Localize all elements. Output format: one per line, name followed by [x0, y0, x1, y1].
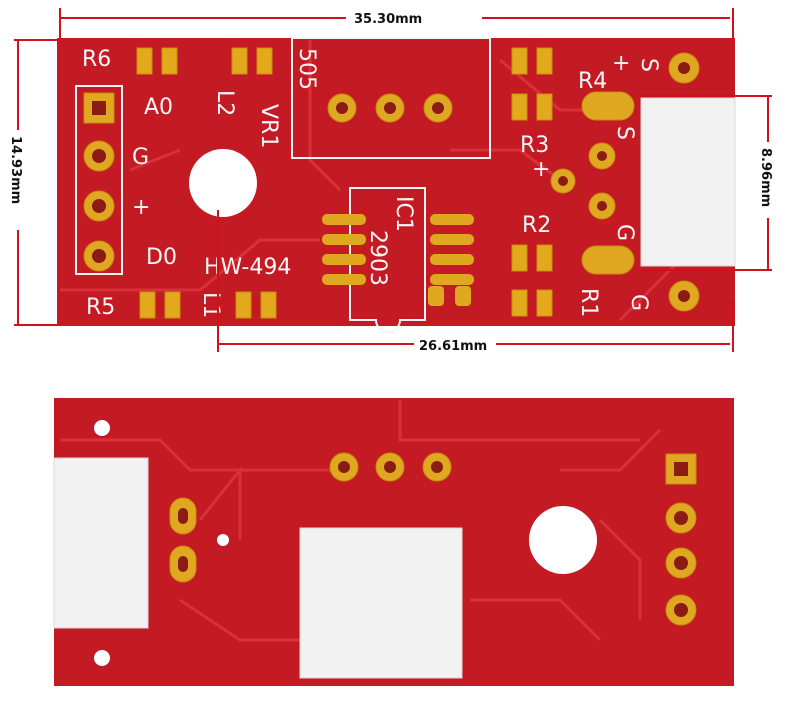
dim-label-bg — [8, 130, 30, 230]
label-l2: L2 — [212, 90, 237, 116]
potentiometer-outline — [291, 37, 491, 159]
small-hole — [217, 534, 229, 546]
label-r3: R3 — [520, 133, 549, 158]
header-pad-hole — [92, 101, 106, 115]
mounting-hole — [189, 149, 257, 217]
dim-label-bg — [346, 8, 482, 28]
top-trace — [129, 148, 181, 172]
sensor-connector — [640, 97, 736, 267]
r2-pads — [511, 244, 553, 272]
label-plus-top: + — [612, 51, 630, 76]
label-vr1: VR1 — [256, 104, 281, 148]
dim-label-bg — [758, 142, 780, 218]
label-r4: R4 — [578, 69, 607, 94]
bottom-trace — [598, 518, 642, 620]
label-g-conn: G — [612, 224, 637, 241]
r4-pads — [511, 93, 553, 121]
bottom-view — [53, 398, 734, 686]
header-outline — [75, 85, 123, 275]
bottom-trace — [60, 438, 340, 472]
r5-pads — [139, 291, 181, 319]
label-r6: R6 — [82, 47, 111, 72]
dim-connector-height: 8.96mm — [758, 148, 773, 207]
dim-overall-height: 14.93mm — [8, 136, 23, 204]
sensor-body — [53, 457, 149, 629]
label-ic-ref: IC1 — [391, 196, 416, 232]
label-plus-mid: + — [532, 157, 550, 182]
label-ic-code: 2903 — [365, 230, 390, 286]
bottom-trace — [198, 465, 242, 540]
top-trace — [450, 148, 561, 182]
header-pad-hole — [92, 199, 106, 213]
oval-pad — [581, 91, 635, 121]
bottom-trace — [179, 598, 300, 642]
ic-left-pins — [322, 214, 366, 285]
top-view: R6 A0 L2 VR1 505 G + D0 HW-494 IC1 2903 … — [8, 8, 780, 355]
ic-right-pins — [428, 214, 474, 306]
small-hole — [94, 420, 110, 436]
r-top-right-pads — [511, 47, 553, 75]
bottom-trace — [398, 400, 640, 442]
label-pot-code: 505 — [294, 48, 319, 90]
header-pad-hole — [92, 249, 106, 263]
label-g-bottom: G — [626, 294, 651, 311]
label-plus-left: + — [132, 195, 150, 220]
label-r5: R5 — [86, 295, 115, 320]
l1-pads — [235, 291, 277, 319]
label-d0: D0 — [146, 245, 177, 270]
mounting-hole — [529, 506, 597, 574]
small-hole — [94, 650, 110, 666]
top-trace — [308, 40, 342, 192]
dim-overall-width: 35.30mm — [354, 12, 422, 27]
bottom-trace — [560, 428, 662, 472]
header-pad-hole — [92, 149, 106, 163]
dim-mount-span: 26.61mm — [419, 339, 487, 354]
center-block — [299, 527, 463, 679]
label-r1: R1 — [576, 288, 601, 317]
label-s-conn: S — [612, 126, 637, 140]
label-l1: L1 — [198, 292, 223, 318]
dim-label-bg — [414, 335, 496, 355]
label-s-top: S — [636, 58, 661, 72]
top-trace — [60, 238, 320, 292]
label-a0: A0 — [144, 95, 173, 120]
oval-pad — [581, 245, 635, 275]
r1-pads — [511, 289, 553, 317]
ic-outline — [349, 187, 426, 333]
label-r2: R2 — [522, 213, 551, 238]
bottom-trace — [470, 598, 602, 642]
r6-pads — [136, 47, 178, 75]
l2-pads — [231, 47, 273, 75]
label-g-left: G — [132, 145, 149, 170]
top-board — [57, 38, 735, 326]
